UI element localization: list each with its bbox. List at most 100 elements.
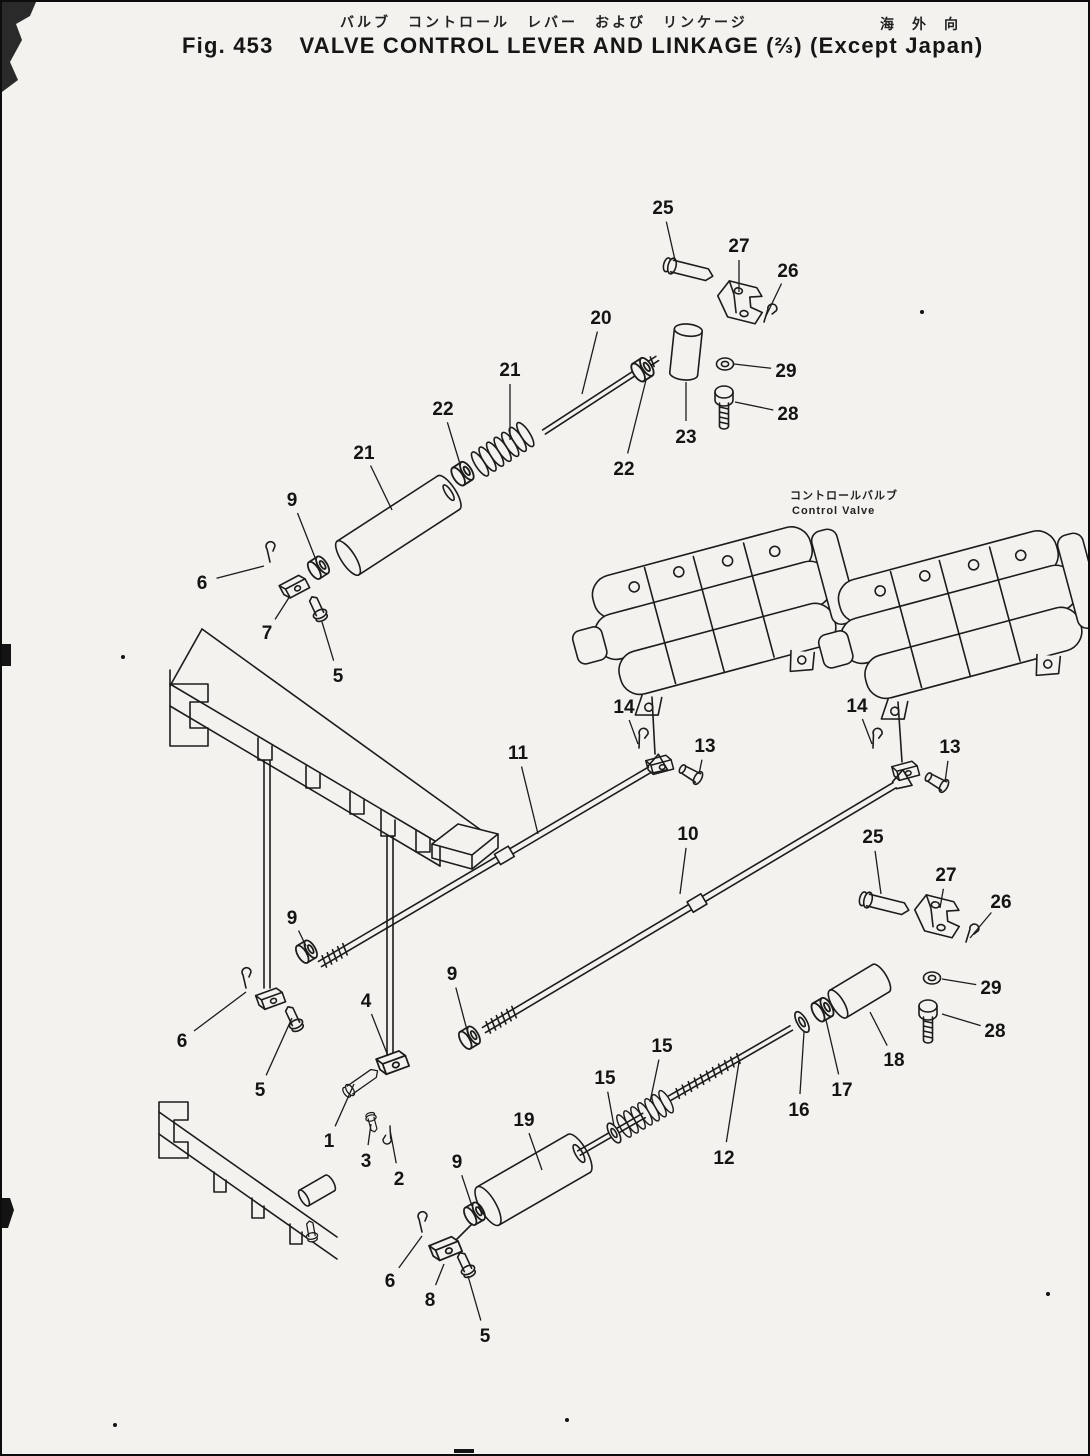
leader-line [389, 1129, 397, 1164]
callout-number: 21 [499, 360, 521, 381]
cotter-pin-14-right [868, 726, 884, 751]
callout-2: 2 [389, 1129, 404, 1190]
valve-1-link-tab [651, 696, 656, 755]
mounting-frame [169, 628, 499, 1057]
spring-15 [613, 1088, 677, 1140]
leader-line [274, 595, 291, 620]
callout-26: 26 [765, 261, 799, 317]
washer-29-bottom [922, 971, 942, 985]
bolt-25-top [661, 255, 716, 285]
callout-1: 1 [324, 1083, 355, 1152]
callout-number: 1 [324, 1131, 335, 1152]
callout-number: 9 [447, 964, 458, 985]
callout-number: 13 [939, 737, 960, 758]
callout-4: 4 [361, 991, 389, 1057]
washer-29-top [715, 357, 735, 371]
bolt-5-top [304, 593, 331, 625]
callout-number: 13 [694, 736, 715, 757]
callout-number: 20 [590, 308, 611, 329]
cotter-pin-6-mid [241, 966, 252, 989]
clevis-7 [278, 572, 311, 601]
leader-line [939, 888, 945, 909]
leader-line [869, 1011, 888, 1046]
callout-number: 26 [990, 892, 1011, 913]
leader-line [698, 759, 703, 775]
control-valve-label-jp: コントロールバルブ [790, 488, 898, 502]
callout-29: 29 [941, 978, 1002, 999]
nut-22-left [447, 458, 478, 489]
callout-5: 5 [321, 621, 344, 687]
callout-7: 7 [262, 595, 291, 644]
callout-number: 23 [675, 427, 696, 448]
leader-line [679, 847, 687, 895]
spring-21 [467, 419, 538, 479]
cotter-pin-6-top [265, 540, 276, 563]
callout-22: 22 [432, 399, 461, 465]
callout-25: 25 [652, 198, 676, 261]
callout-number: 8 [425, 1290, 436, 1311]
callout-number: 21 [353, 443, 375, 464]
leader-line [665, 221, 676, 261]
rod-10 [481, 769, 913, 1034]
control-valve-label-en: Control Valve [792, 505, 875, 517]
leader-line [467, 1275, 482, 1321]
leader-line [369, 465, 393, 511]
leader-line [941, 1013, 981, 1027]
callout-21: 21 [353, 443, 393, 511]
leader-line [296, 512, 317, 561]
callout-number: 28 [777, 404, 798, 425]
callout-17: 17 [825, 1019, 853, 1101]
nut-17 [807, 994, 838, 1025]
callout-number: 7 [262, 623, 273, 644]
control-valve-1 [558, 514, 871, 733]
bushing-23 [668, 323, 704, 381]
callout-27: 27 [728, 236, 750, 292]
callout-6: 6 [197, 565, 265, 594]
callout-28: 28 [734, 401, 799, 425]
leader-line [628, 719, 639, 745]
frame-bushing [297, 1174, 337, 1207]
callout-number: 25 [862, 827, 884, 848]
region-label-japanese: 海 外 向 [880, 16, 960, 32]
callout-10: 10 [677, 824, 699, 895]
callout-16: 16 [788, 1031, 810, 1121]
leader-line [941, 978, 977, 986]
callout-14: 14 [613, 697, 639, 745]
leader-line [944, 760, 949, 783]
leader-line [520, 766, 539, 835]
callout-26: 26 [969, 892, 1012, 939]
bolt-3 [363, 1110, 381, 1134]
callout-number: 5 [255, 1080, 266, 1101]
leader-line [461, 1175, 473, 1207]
figure-number: Fig. 453 [182, 33, 274, 58]
callout-22: 22 [613, 379, 647, 480]
rod-12 [667, 1025, 794, 1101]
callout-number: 27 [935, 865, 956, 886]
cotter-pin-6-bottom [417, 1210, 428, 1233]
callout-number: 17 [831, 1080, 852, 1101]
bolt-28-top [714, 385, 734, 430]
callout-5: 5 [255, 1017, 293, 1101]
leader-line [446, 422, 461, 465]
callout-19: 19 [513, 1110, 543, 1171]
lower-frame [158, 1101, 338, 1260]
figure-header: バルブ コントロール レバー および リンケージ 海 外 向 Fig. 453 … [2, 2, 1088, 72]
bolt-28-bottom [918, 999, 938, 1044]
callout-21: 21 [499, 360, 521, 440]
callout-number: 22 [613, 459, 634, 480]
bolt-25-bottom [857, 889, 912, 919]
leader-line [799, 1031, 805, 1095]
callout-27: 27 [935, 865, 957, 909]
leader-line [216, 565, 265, 579]
leader-line [334, 1083, 355, 1127]
callout-number: 9 [452, 1152, 463, 1173]
callout-number: 14 [846, 696, 868, 717]
callout-number: 12 [713, 1148, 734, 1169]
callout-8: 8 [425, 1263, 445, 1311]
leader-line [733, 363, 772, 369]
callout-number: 22 [432, 399, 453, 420]
leader-line [874, 850, 882, 895]
bracket-27-top [714, 279, 766, 326]
